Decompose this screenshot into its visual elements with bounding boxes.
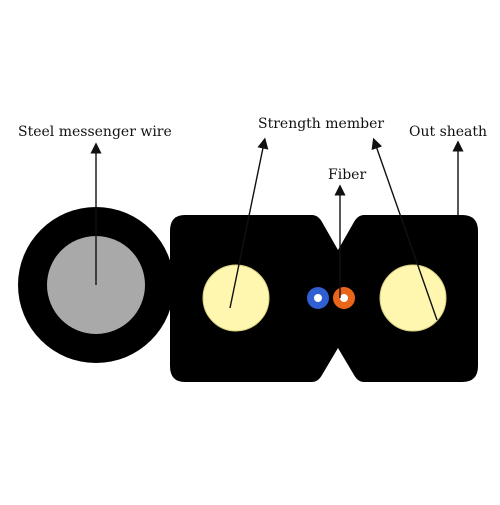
fiber-blue-core xyxy=(314,294,322,302)
fiber-orange-core xyxy=(340,294,348,302)
leader-line-strength-member-right xyxy=(371,137,438,321)
leader-line-strength-member-left xyxy=(229,137,269,309)
strength-member-left xyxy=(202,264,270,332)
label-out-sheath: Out sheath xyxy=(409,124,488,140)
label-fiber: Fiber xyxy=(328,167,367,183)
label-strength-member: Strength member xyxy=(258,116,385,132)
label-steel-messenger-wire: Steel messenger wire xyxy=(18,124,172,140)
strength-member-right xyxy=(379,264,447,332)
